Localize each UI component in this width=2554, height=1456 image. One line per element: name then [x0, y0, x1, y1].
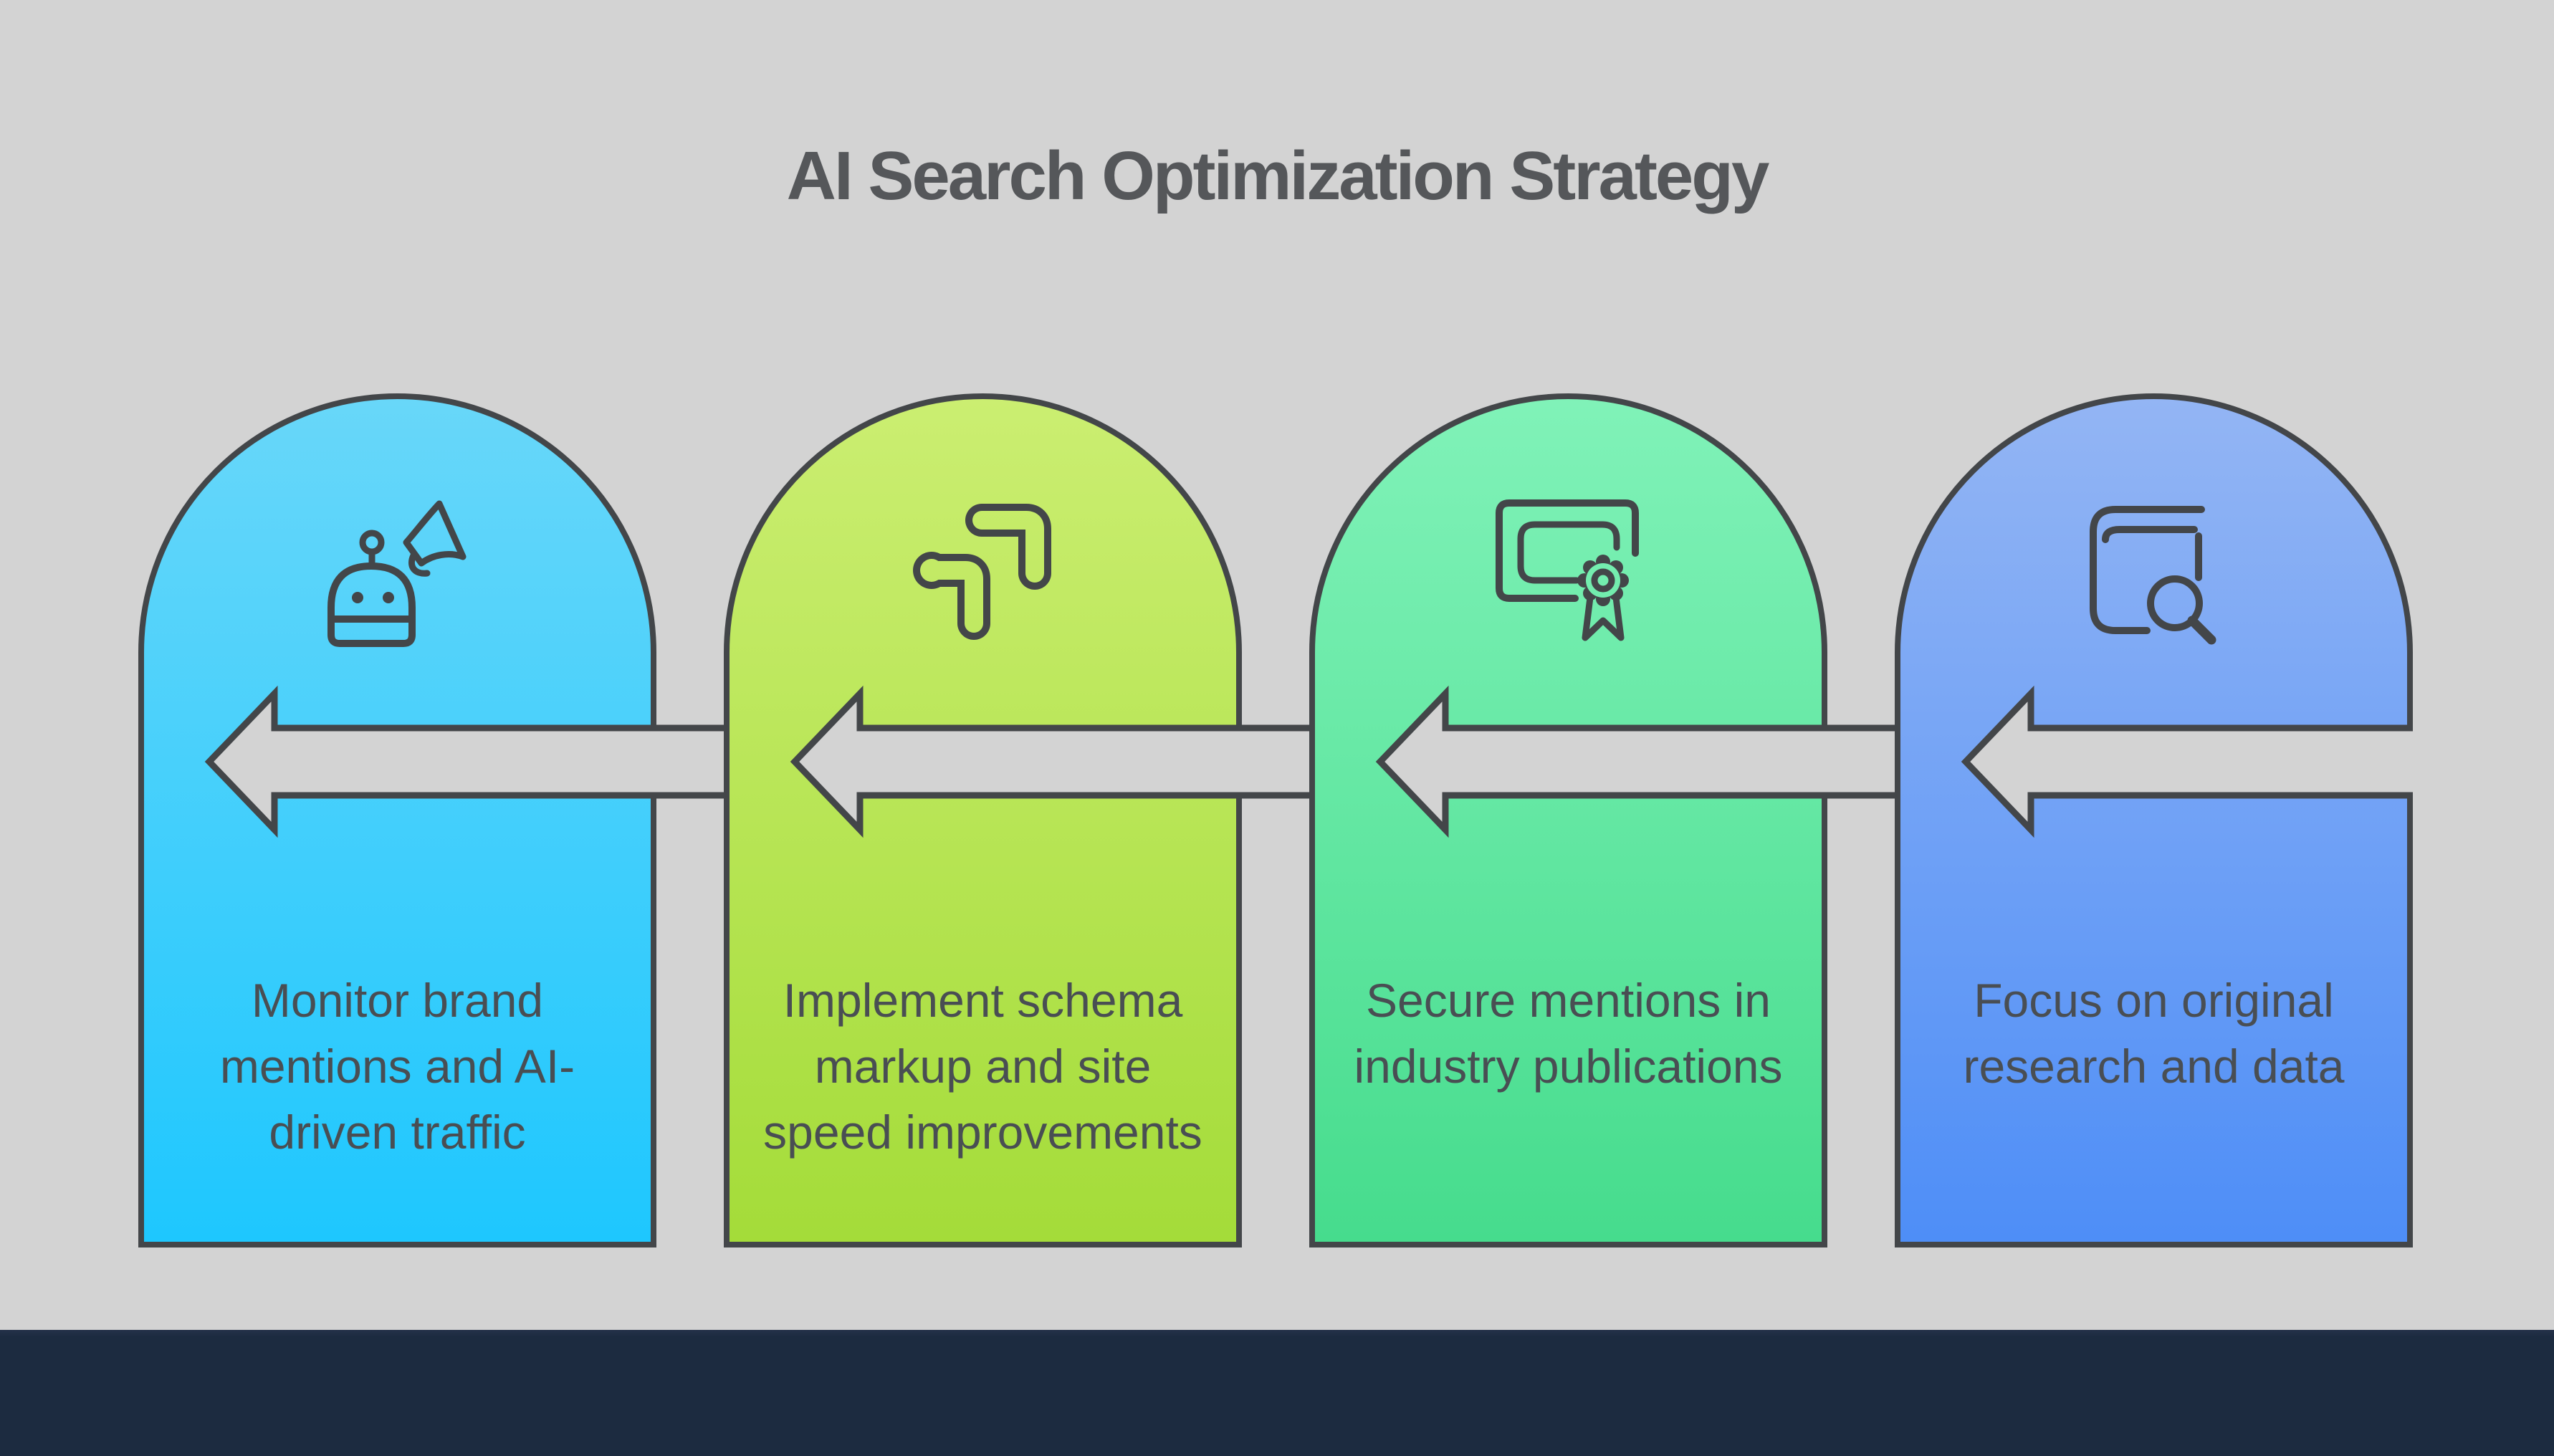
- card-label-industry-publications: Secure mentions in industry publications: [1354, 974, 1783, 1093]
- card-original-research: [1895, 393, 2413, 1247]
- card-label-original-research: Focus on original research and data: [1963, 974, 2345, 1093]
- card-label-monitor-brand: Monitor brand mentions and AI- driven tr…: [219, 974, 575, 1159]
- card-industry-publications: [1309, 393, 1827, 1247]
- card-label-schema-markup: Implement schema markup and site speed i…: [763, 974, 1202, 1159]
- page-title: AI Search Optimization Strategy: [786, 138, 1770, 214]
- footer-bar: [0, 1330, 2554, 1456]
